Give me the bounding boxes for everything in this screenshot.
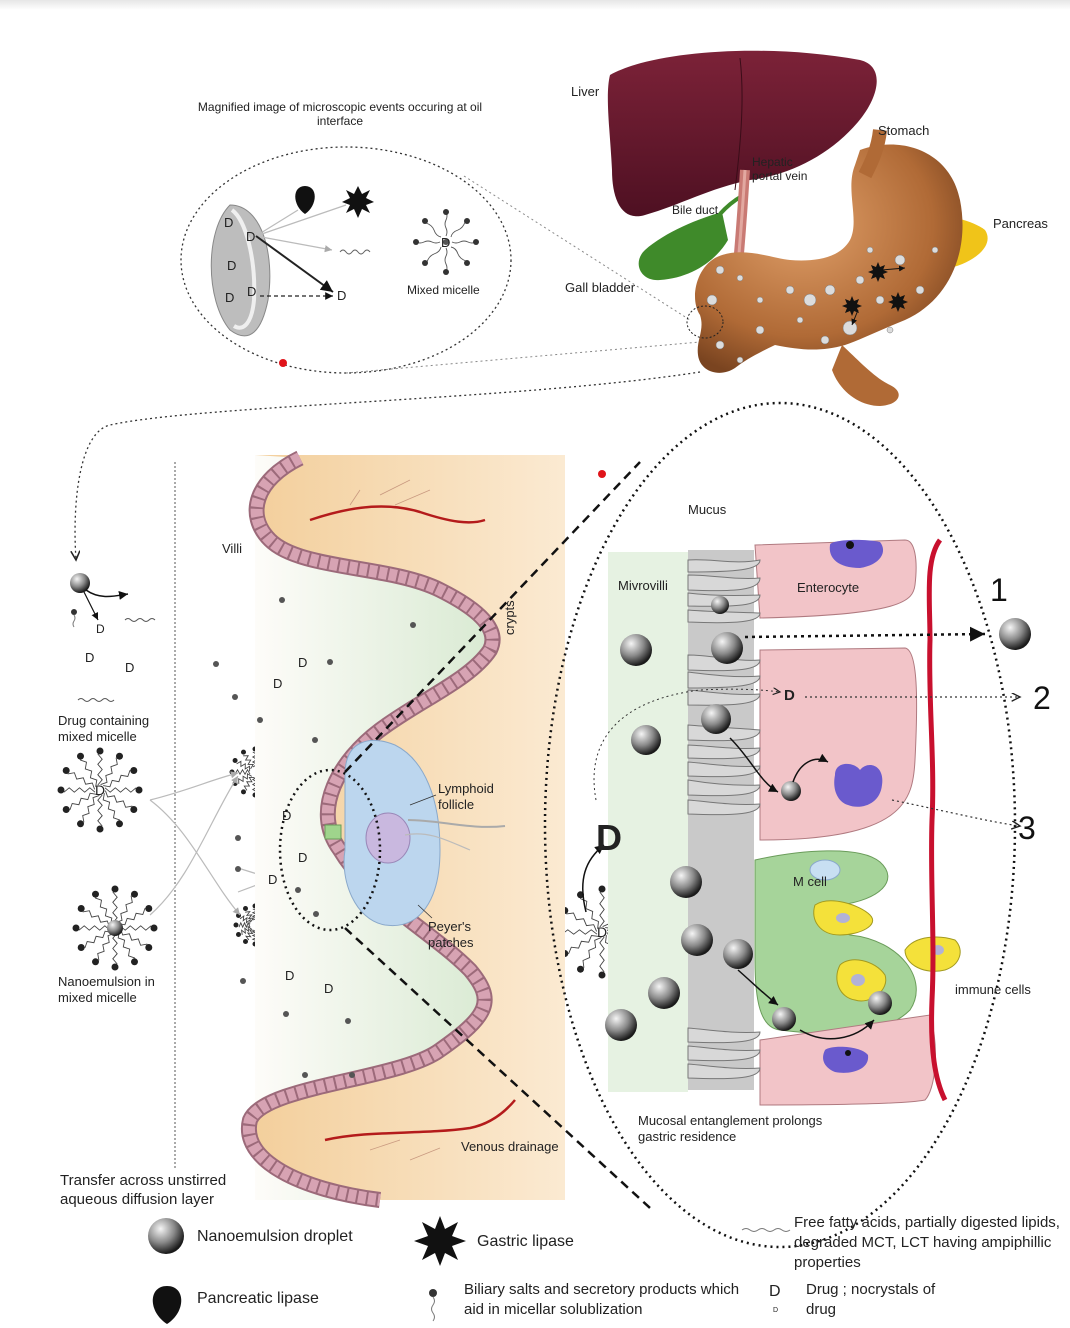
route-2-label: 2 xyxy=(1033,680,1051,717)
svg-text:D: D xyxy=(227,258,236,273)
legend-pancreatic-lipase: Pancreatic lipase xyxy=(197,1289,319,1308)
microvilli-label: Mivrovilli xyxy=(618,578,668,594)
biliary-salt-tail xyxy=(432,1297,435,1321)
legend-gastric-lipase: Gastric lipase xyxy=(477,1232,574,1251)
legend-nanoemulsion-droplet: Nanoemulsion droplet xyxy=(197,1227,353,1246)
drug-mixed-micelle-icon: D xyxy=(58,748,143,833)
svg-text:D: D xyxy=(246,229,255,244)
gastric-lipase-legend-icon xyxy=(414,1216,466,1266)
magnified-caption: Magnified image of microscopic events oc… xyxy=(190,100,490,128)
svg-text:D: D xyxy=(273,676,282,691)
svg-text:D: D xyxy=(95,782,105,798)
gall-bladder-label: Gall bladder xyxy=(565,280,635,296)
legend-biliary-salts: Biliary salts and secretory products whi… xyxy=(464,1280,754,1320)
liver-label: Liver xyxy=(571,84,599,100)
stomach-label: Stomach xyxy=(878,123,929,139)
hepatic-portal-vein-label: Hepatic portal vein xyxy=(752,155,812,183)
pancreatic-lipase-legend-icon xyxy=(153,1286,182,1324)
svg-text:D: D xyxy=(85,650,94,665)
mixed-micelle-icon: D xyxy=(413,209,479,275)
nanocrystal-legend-icon: D xyxy=(773,1307,778,1314)
zoom-drug-symbol: D xyxy=(784,688,795,704)
intestine-section: D D D D D D D xyxy=(213,455,606,1200)
drug-micelle-label: Drug containing mixed micelle xyxy=(58,713,168,745)
svg-text:D: D xyxy=(285,968,294,983)
peyers-patches-label: Peyer's patches xyxy=(428,919,488,951)
villi-label: Villi xyxy=(222,541,242,557)
pancreatic-lipase-icon xyxy=(295,186,315,214)
svg-text:D: D xyxy=(337,288,346,303)
route-1-droplet xyxy=(999,618,1031,650)
svg-text:D: D xyxy=(224,215,233,230)
mucosal-label: Mucosal entanglement prolongs gastric re… xyxy=(638,1113,838,1145)
svg-text:D: D xyxy=(298,655,307,670)
magnified-oval: D D D D D D xyxy=(181,147,511,373)
m-cell-label: M cell xyxy=(793,874,827,890)
route-1-label: 1 xyxy=(990,572,1008,609)
svg-text:D: D xyxy=(225,290,234,305)
transfer-label: Transfer across unstirred aqueous diffus… xyxy=(60,1171,260,1209)
svg-text:D: D xyxy=(96,622,105,636)
nanoemulsion-droplet-icon xyxy=(148,1218,184,1254)
fatty-acid-icon xyxy=(742,1229,790,1232)
nano-micelle-label: Nanoemulsion in mixed micelle xyxy=(58,974,173,1006)
route-3-label: 3 xyxy=(1018,810,1036,847)
svg-text:D: D xyxy=(125,660,134,675)
svg-text:D: D xyxy=(282,808,291,823)
biliary-salt-icon xyxy=(429,1289,437,1297)
left-panel-icons: D D D xyxy=(70,573,155,702)
big-drug-symbol: D xyxy=(596,818,622,858)
venous-drainage-label: Venous drainage xyxy=(461,1139,559,1155)
organs xyxy=(608,51,988,406)
svg-text:D: D xyxy=(247,284,256,299)
svg-text:D: D xyxy=(597,924,607,940)
gastric-lipase-icon xyxy=(342,186,374,218)
nanoemulsion-micelle-icon xyxy=(73,886,158,971)
mucus-label: Mucus xyxy=(688,502,726,518)
immune-cells-label: immune cells xyxy=(955,982,1031,998)
svg-text:D: D xyxy=(298,850,307,865)
svg-text:D: D xyxy=(441,235,450,250)
enterocyte-label: Enterocyte xyxy=(797,580,859,596)
pancreas-label: Pancreas xyxy=(993,216,1048,232)
drug-legend-icon: D xyxy=(769,1283,781,1300)
lymphoid-follicle-label: Lymphoid follicle xyxy=(438,781,518,813)
crypts-label: crypts xyxy=(502,600,518,635)
bile-duct-label: Bile duct xyxy=(672,203,718,217)
legend-drug: Drug ; nocrystals of drug xyxy=(806,1280,956,1320)
legend-free-fatty-acids: Free fatty acids, partially digested lip… xyxy=(794,1213,1066,1273)
svg-text:D: D xyxy=(268,872,277,887)
svg-text:D: D xyxy=(324,981,333,996)
mixed-micelle-label: Mixed micelle xyxy=(407,283,480,297)
